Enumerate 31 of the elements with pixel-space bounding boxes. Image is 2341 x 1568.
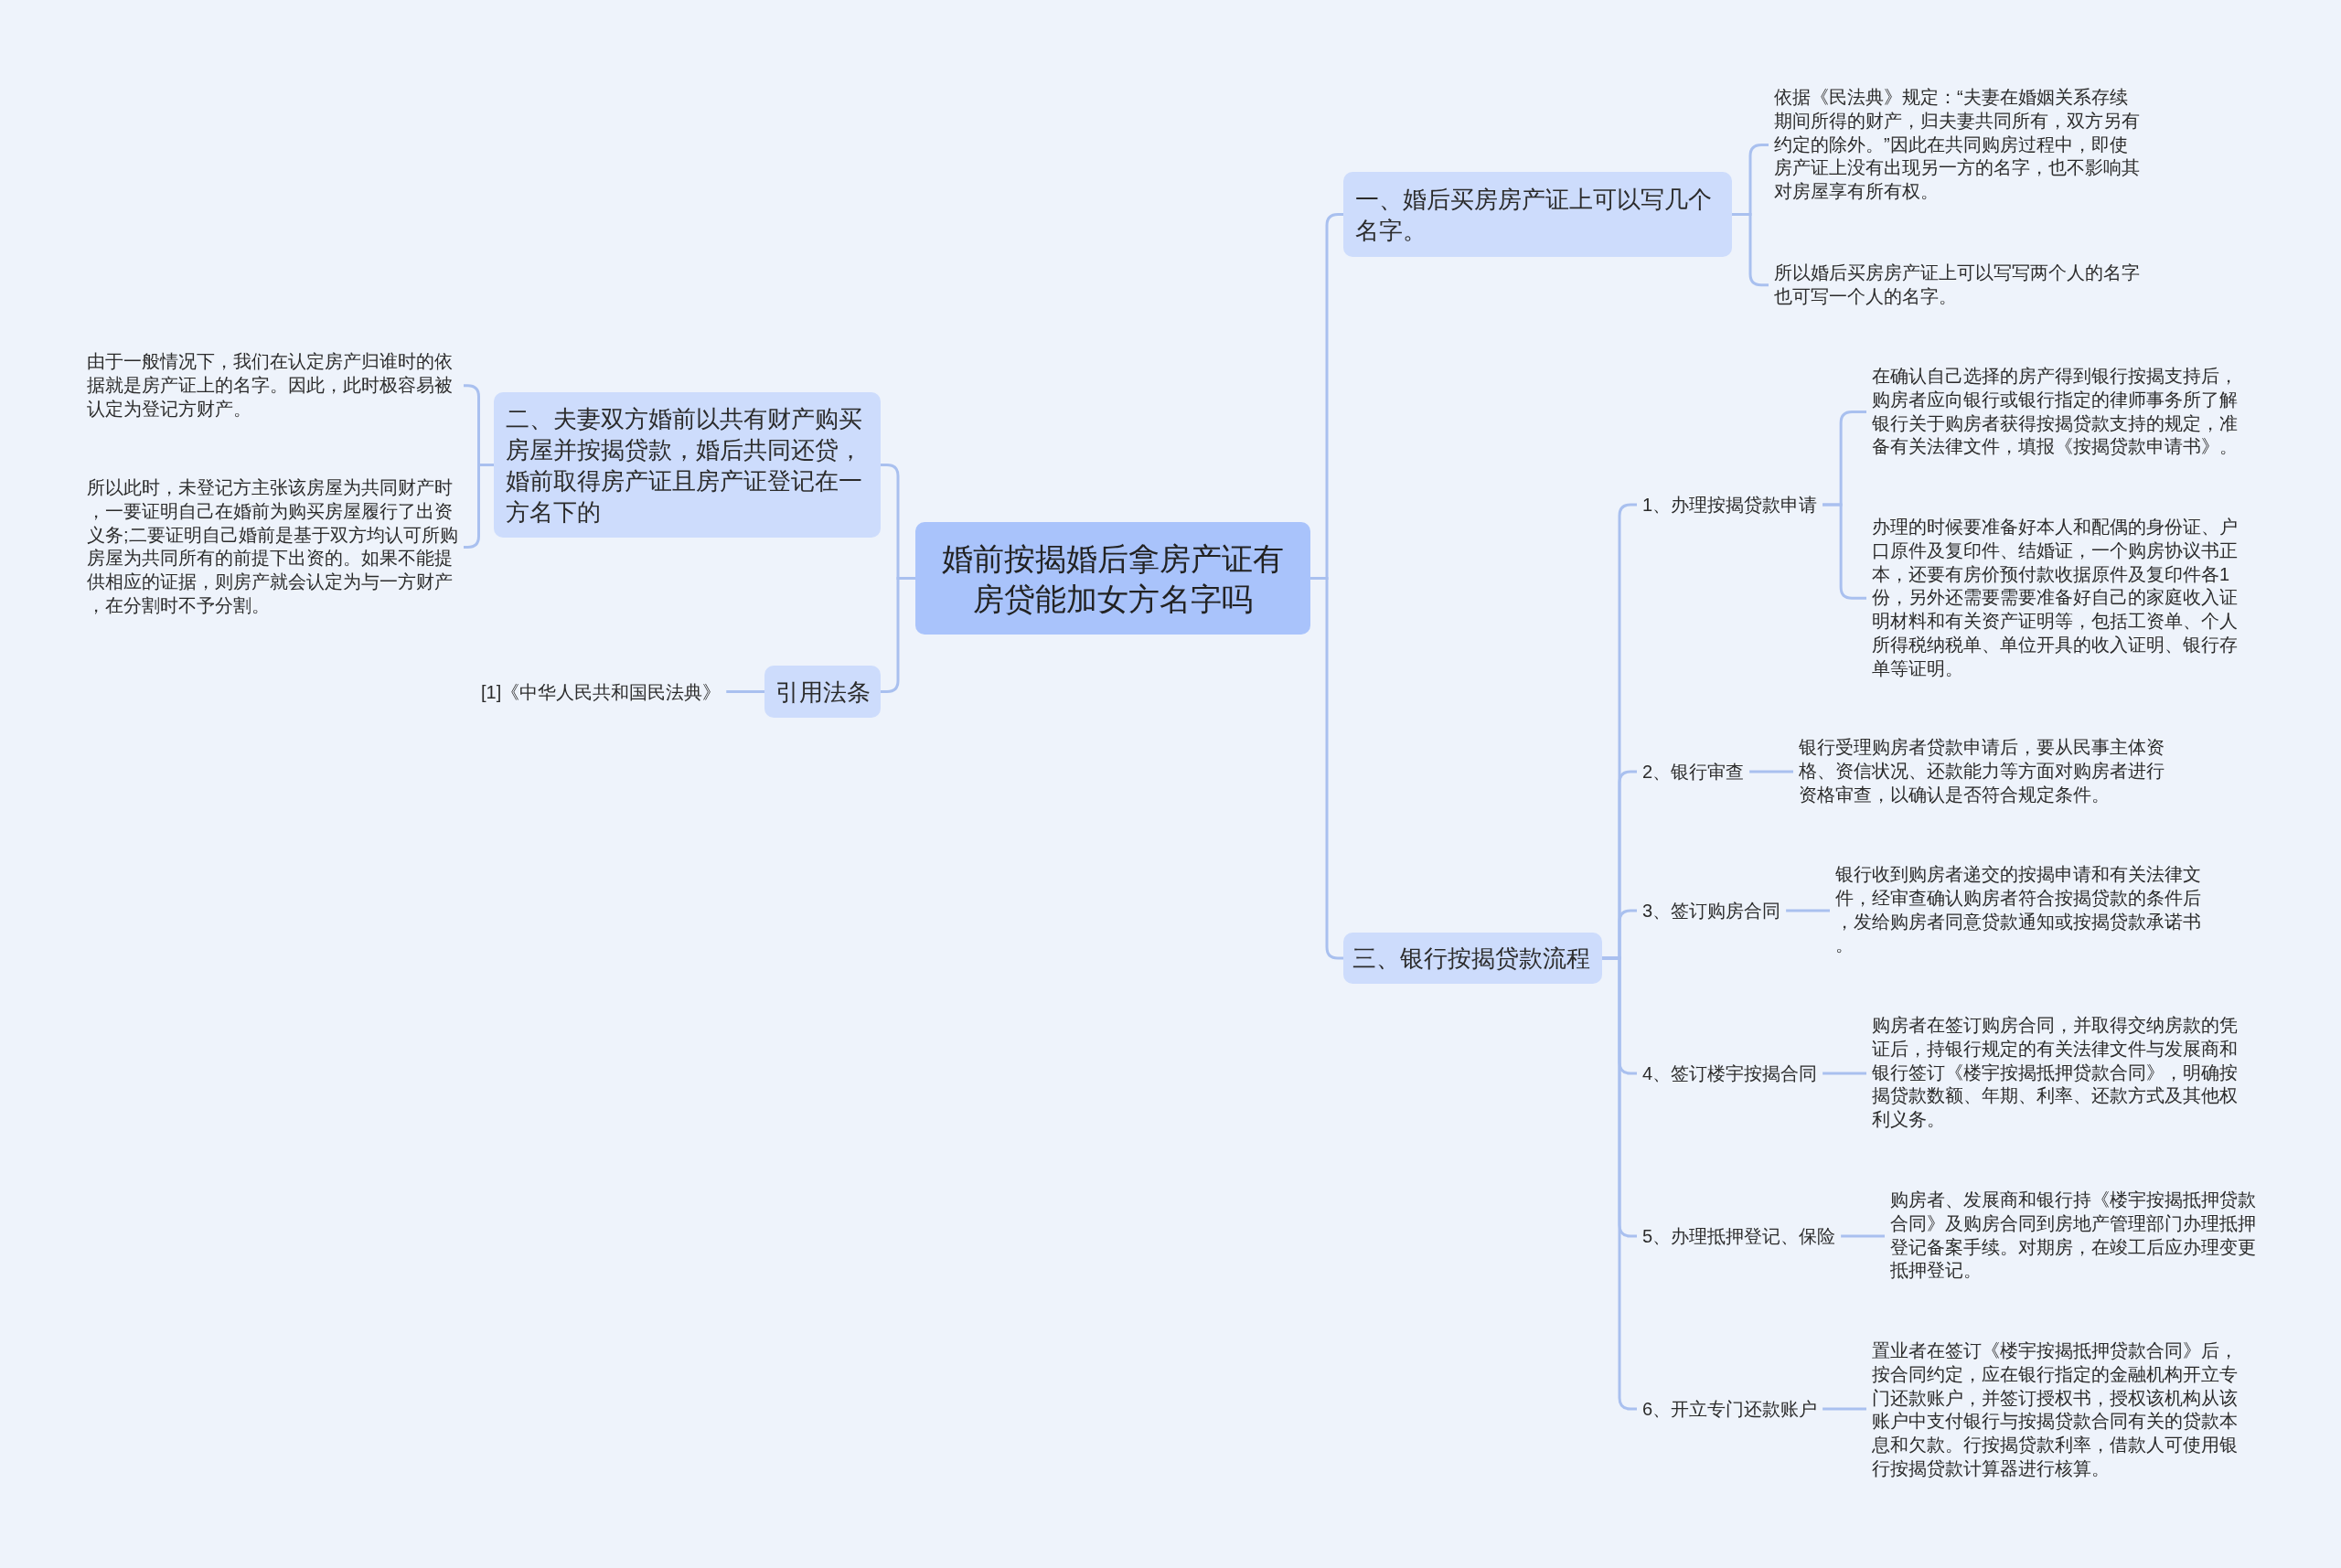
connector-line [1823,1072,1866,1075]
branch-label: 2、银行审查 [1637,760,1750,784]
note-text: 购房者、发展商和银行持《楼宇按揭抵押贷款合同》及购房合同到房地产管理部门办理抵押登记备案手续。对期房，在竣工后应办理变更抵押登记。 [1885,1189,2267,1284]
connector-line [1841,1234,1885,1238]
connector-line [1786,909,1830,912]
connector-line [1749,770,1793,773]
branch-label: 5、办理抵押登记、保险 [1637,1224,1842,1248]
note-text: 银行收到购房者递交的按揭申请和有关法律文件，经审查确认购房者符合按揭贷款的条件后，发给购房者同意贷款通知或按揭贷款承诺书。 [1830,863,2212,958]
connector-line [881,577,915,693]
note-text: 由于一般情况下，我们在认定房产归谁时的依据就是房产证上的名字。因此，此时极容易被认定为登记方财产。 [81,350,464,421]
connector-line [726,690,764,693]
branch-label: 1、办理按揭贷款申请 [1637,493,1823,517]
note-text: 在确认自己选择的房产得到银行按揭支持后，购房者应向银行或银行指定的律师事务所了解银行关于购房者获得按揭贷款支持的规定，准备有关法律文件，填报《按揭贷款申请书》。 [1866,365,2249,460]
connector-line [1310,577,1343,960]
note-text: 所以婚后买房房产证上可以写写两个人的名字也可写一个人的名字。 [1769,261,2151,309]
branch-label: 3、签订购房合同 [1637,899,1787,923]
topic-box: 一、婚后买房房产证上可以写几个名字。 [1343,172,1732,257]
topic-box: 二、夫妻双方婚前以共有财产购买房屋并按揭贷款，婚后共同还贷，婚前取得房产证且房产证登记在一方名下的 [494,392,881,538]
note-text: 置业者在签订《楼宇按揭抵押贷款合同》后，按合同约定，应在银行指定的金融机构开立专门还款账户，并签订授权书，授权该机构从该账户中支付银行与按揭贷款合同有关的贷款本息和欠款。行按揭贷款利率，借款人可使用银行按揭贷款计算器进行核算。 [1866,1339,2249,1481]
note-text: 依据《民法典》规定：“夫妻在婚姻关系存续期间所得的财产，归夫妻共同所有，双方另有约定的除外。”因此在共同购房过程中，即使房产证上没有出现另一方的名字，也不影响其对房屋享有所有权。 [1769,86,2151,204]
connector-line [1823,1407,1866,1411]
note-text: 银行受理购房者贷款申请后，要从民事主体资格、资信状况、还款能力等方面对购房者进行资格审查，以确认是否符合规定条件。 [1793,736,2175,807]
branch-label: 6、开立专门还款账户 [1637,1397,1823,1421]
note-text: 所以此时，未登记方主张该房屋为共同财产时，一要证明自己在婚前为购买房屋履行了出资义务;二要证明自己婚前是基于双方均认可所购房屋为共同所有的前提下出资的。如果不能提供相应的证据，则房产就会认定为与一方财产，在分割时不予分割。 [81,476,464,618]
branch-label: 4、签订楼宇按揭合同 [1637,1061,1823,1085]
topic-box: 三、银行按揭贷款流程 [1343,933,1602,984]
reference-text: [1]《中华人民共和国民法典》 [476,680,727,704]
note-text: 购房者在签订购房合同，并取得交纳房款的凭证后，持银行规定的有关法律文件与发展商和银行签订《楼宇按揭抵押贷款合同》，明确按揭贷款数额、年期、利率、还款方式及其他权利义务。 [1866,1014,2249,1132]
central-topic-box: 婚前按揭婚后拿房产证有房贷能加女方名字吗 [915,522,1310,635]
topic-box: 引用法条 [764,666,881,718]
note-text: 办理的时候要准备好本人和配偶的身份证、户口原件及复印件、结婚证，一个购房协议书正本，还要有房价预付款收据原件及复印件各1份，另外还需要需要准备好自己的家庭收入证明材料和有关资产证明等，包括工资单、个人所得税纳税单、单位开具的收入证明、银行存单等证明。 [1866,516,2249,681]
